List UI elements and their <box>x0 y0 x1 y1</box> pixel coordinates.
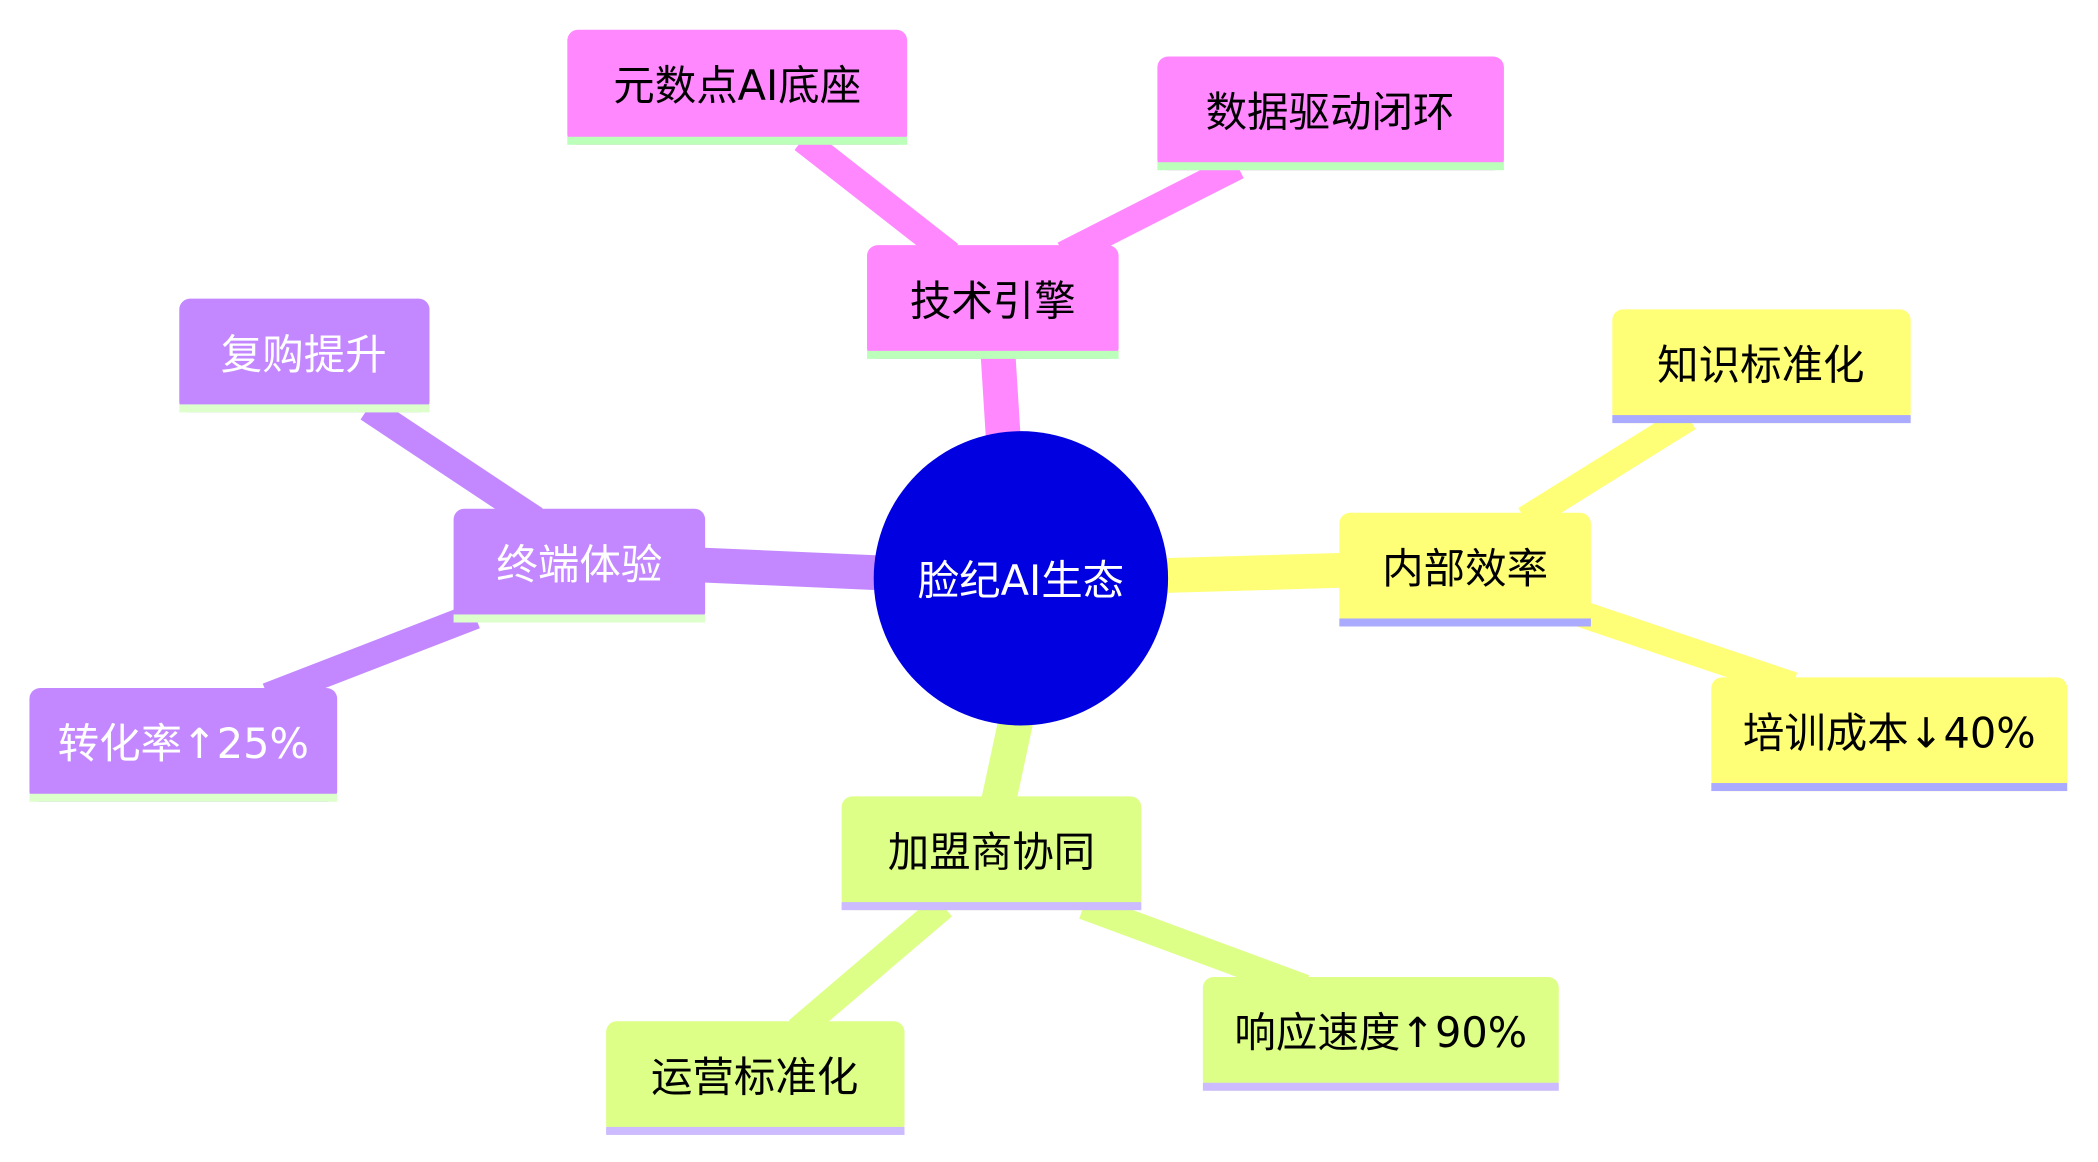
svg-text:培训成本↓40%: 培训成本↓40% <box>1743 710 2036 758</box>
node-knowledge[interactable]: 知识标准化 <box>1612 309 1911 424</box>
svg-text:内部效率: 内部效率 <box>1382 545 1548 593</box>
svg-text:知识标准化: 知识标准化 <box>1657 342 1864 390</box>
node-yuanshudian[interactable]: 元数点AI底座 <box>567 29 908 145</box>
edge-eff-c2 <box>1574 600 1798 699</box>
node-terminal-experience[interactable]: 终端体验 <box>453 508 706 623</box>
node-conversion[interactable]: 转化率↑25% <box>29 688 338 802</box>
svg-text:脸纪AI生态: 脸纪AI生态 <box>918 557 1124 605</box>
svg-text:运营标准化: 运营标准化 <box>651 1053 858 1101</box>
edge-fran-c1 <box>788 895 952 1041</box>
edge-fran-c2 <box>1079 893 1310 1001</box>
edge-eff <box>1160 552 1344 594</box>
branch-terminal: 终端体验 复购提升 转化率↑25% <box>29 298 706 802</box>
node-repurchase[interactable]: 复购提升 <box>179 298 430 413</box>
branch-efficiency: 内部效率 知识标准化 培训成本↓40% <box>1339 309 2068 792</box>
svg-text:转化率↑25%: 转化率↑25% <box>58 720 309 768</box>
svg-text:响应速度↑90%: 响应速度↑90% <box>1234 1009 1527 1057</box>
root-node[interactable]: 脸纪AI生态 <box>873 431 1169 726</box>
edges <box>262 128 1798 1041</box>
edge-term-c1 <box>360 397 543 531</box>
svg-text:复购提升: 复购提升 <box>221 331 387 379</box>
svg-text:数据驱动闭环: 数据驱动闭环 <box>1206 89 1455 137</box>
node-response-speed[interactable]: 响应速度↑90% <box>1202 977 1559 1091</box>
node-data-loop[interactable]: 数据驱动闭环 <box>1157 56 1504 171</box>
branch-franchise: 加盟商协同 运营标准化 响应速度↑90% <box>606 796 1559 1135</box>
edge-tech-c1 <box>794 128 959 266</box>
edge-tech-c2 <box>1057 154 1244 267</box>
branch-tech: 技术引擎 元数点AI底座 数据驱动闭环 <box>567 29 1504 359</box>
svg-text:终端体验: 终端体验 <box>496 541 662 589</box>
node-internal-efficiency[interactable]: 内部效率 <box>1339 512 1591 627</box>
node-ops-standard[interactable]: 运营标准化 <box>606 1021 905 1135</box>
edge-tech <box>980 355 1021 443</box>
svg-text:元数点AI底座: 元数点AI底座 <box>613 62 861 110</box>
edge-fran <box>981 712 1034 807</box>
edge-term <box>700 547 884 591</box>
node-training-cost[interactable]: 培训成本↓40% <box>1711 677 2068 792</box>
svg-text:技术引擎: 技术引擎 <box>910 277 1076 325</box>
node-tech-engine[interactable]: 技术引擎 <box>867 245 1119 359</box>
edge-eff-c1 <box>1518 406 1696 531</box>
svg-text:加盟商协同: 加盟商协同 <box>888 829 1095 877</box>
edge-term-c2 <box>262 603 480 709</box>
node-franchise[interactable]: 加盟商协同 <box>841 796 1142 911</box>
